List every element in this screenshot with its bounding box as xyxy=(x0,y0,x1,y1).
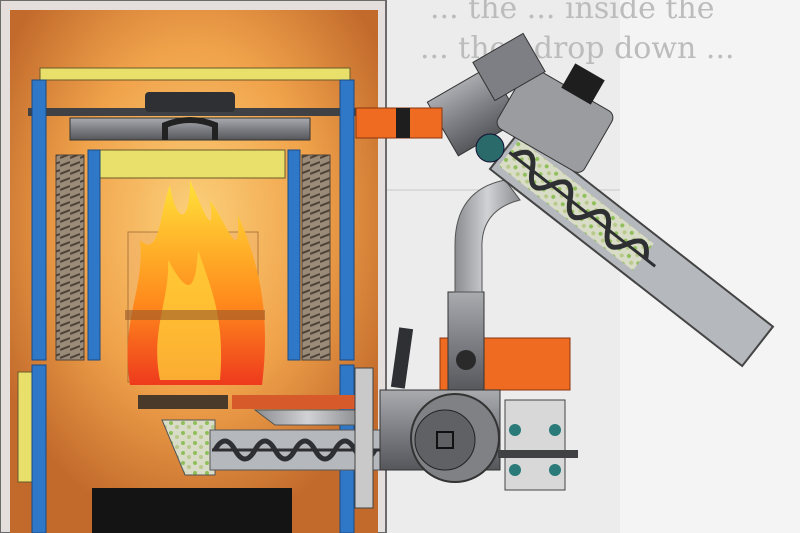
spring-icon xyxy=(301,154,331,361)
inclined-auger xyxy=(488,128,775,368)
coupling-bolt xyxy=(549,424,561,436)
coupling-shaft xyxy=(498,450,578,458)
top-yellow-rail xyxy=(39,67,351,81)
coupling-bolt xyxy=(549,464,561,476)
drop-pipe xyxy=(447,291,485,393)
inclined-auger-shaft xyxy=(508,151,657,268)
feed-chute xyxy=(161,419,216,476)
background-text-line1: ... the ... inside the xyxy=(430,0,715,26)
ember-bed xyxy=(138,395,228,409)
pipe-port xyxy=(456,350,476,370)
coupling-bolt xyxy=(509,424,521,436)
insulation-right-inner xyxy=(287,149,301,361)
wall-flange xyxy=(354,367,374,509)
burner-tube-hot xyxy=(232,395,372,409)
spring-icon xyxy=(55,154,85,361)
insulation-left-inner xyxy=(87,149,101,361)
motor-terminal-box xyxy=(561,63,605,105)
burner-grate xyxy=(125,310,265,320)
drive-flange xyxy=(475,133,505,163)
coupling-frame xyxy=(504,399,566,491)
ignitor-lever xyxy=(390,327,414,389)
baffle-plate xyxy=(99,149,286,179)
insulation-left-outer xyxy=(31,79,47,361)
fan-hub xyxy=(414,409,476,471)
motor-cap xyxy=(472,32,546,102)
flexible-hose xyxy=(454,179,521,293)
background-text-line2: ... they drop down ... xyxy=(420,31,735,66)
exchanger-handle-top xyxy=(145,92,235,112)
burner-assembly xyxy=(125,180,372,476)
safety-pipe-joint xyxy=(396,108,410,138)
insulation-bottom-left xyxy=(31,364,47,533)
ash-pan xyxy=(92,488,292,533)
motor-icon xyxy=(426,32,614,173)
exchanger-handle xyxy=(162,117,218,140)
coupling-bolt xyxy=(509,464,521,476)
lower-auger xyxy=(209,367,381,509)
external-feed-unit xyxy=(355,32,775,491)
insulation-right-outer xyxy=(339,79,355,361)
fan-shaft-square xyxy=(436,431,454,449)
auger-screw-icon xyxy=(512,149,649,260)
